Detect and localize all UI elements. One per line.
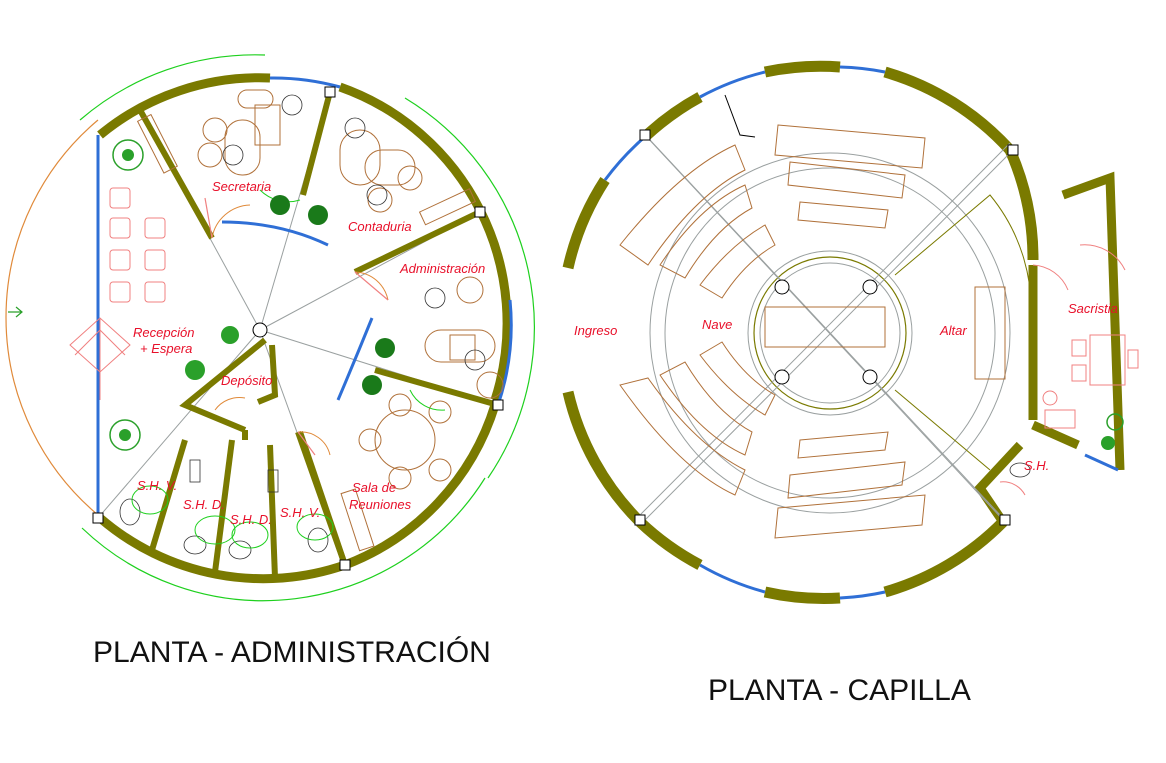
room-label-nave: Nave	[702, 317, 732, 332]
admin-furniture	[136, 89, 504, 552]
room-label-espera: + Espera	[140, 341, 192, 356]
admin-plan-title: PLANTA - ADMINISTRACIÓN	[93, 636, 491, 669]
admin-wall-east	[475, 207, 512, 402]
chapel-plan-title: PLANTA - CAPILLA	[708, 674, 971, 707]
sacristy-furniture	[1042, 334, 1139, 429]
admin-wall-southeast	[343, 403, 500, 570]
sacristy-plants	[1101, 413, 1124, 450]
altar-table	[764, 306, 886, 348]
sacristy-doors	[999, 244, 1126, 496]
admin-wall-north	[97, 73, 271, 139]
admin-outer-boundary-south	[81, 477, 486, 602]
reception-chairs	[109, 187, 166, 303]
room-label-contaduria: Contaduria	[348, 219, 412, 234]
room-label-sala-2: Reuniones	[349, 497, 412, 512]
room-label-shv-2: S.H. V.	[280, 505, 320, 520]
admin-wall-south	[97, 514, 347, 584]
sacristy-walls	[974, 171, 1125, 525]
admin-wall-northeast	[338, 82, 485, 213]
admin-toilet-door-arcs	[131, 189, 446, 549]
room-label-shd-2: S.H. D.	[230, 512, 272, 527]
admin-outer-boundary-east	[404, 97, 535, 479]
altar-step-south	[894, 389, 991, 471]
reception-counter	[69, 317, 131, 400]
admin-floor-plan: Secretaria Contaduria Administración Rec…	[5, 54, 535, 669]
admin-interior-walls	[137, 91, 499, 579]
room-label-sala-1: Sala de	[352, 480, 396, 495]
chapel-floor-plan: Ingreso Nave Altar Sacristia S.H. PLANTA…	[562, 60, 1139, 707]
room-label-recepcion: Recepción	[133, 325, 194, 340]
admin-room-labels: Secretaria Contaduria Administración Rec…	[133, 179, 485, 527]
sacristy-window	[1084, 453, 1119, 472]
room-label-sacristia: Sacristia	[1068, 301, 1118, 316]
admin-door-leaves	[204, 197, 389, 456]
chapel-outer-wall	[562, 60, 1039, 604]
admin-window-north	[269, 76, 341, 89]
admin-columns	[92, 86, 504, 571]
room-label-deposito: Depósito	[221, 373, 272, 388]
altar-back-furniture	[974, 286, 1006, 380]
room-label-ingreso: Ingreso	[574, 323, 617, 338]
room-label-administracion: Administración	[399, 261, 485, 276]
room-label-shv-1: S.H. V.	[137, 478, 177, 493]
leader-line	[724, 94, 756, 138]
admin-door-swings	[211, 204, 389, 456]
admin-plants	[109, 139, 395, 451]
chapel-columns	[634, 129, 1019, 526]
altar-step	[894, 194, 1032, 331]
room-label-shd-1: S.H. D.	[183, 497, 225, 512]
admin-people-figures	[222, 94, 486, 371]
chapel-diagonal-axes	[639, 134, 1016, 523]
admin-window-east	[496, 299, 513, 406]
room-label-altar: Altar	[939, 323, 967, 338]
room-label-sh: S.H.	[1024, 458, 1049, 473]
admin-sanitary-fixtures	[119, 459, 329, 560]
entrance-arc	[5, 119, 99, 516]
chapel-pews	[619, 124, 926, 539]
admin-outer-boundary	[79, 54, 266, 121]
chapel-room-labels: Ingreso Nave Altar Sacristia S.H.	[574, 301, 1118, 473]
room-label-secretaria: Secretaria	[212, 179, 271, 194]
secretaria-glass-partition	[221, 220, 329, 247]
entry-arrow-icon	[8, 306, 23, 318]
altar-platform-ring	[753, 256, 907, 410]
chapel-sh-toilet	[1009, 462, 1031, 478]
chapel-concentric-rings	[649, 152, 1011, 514]
administracion-glass-partition	[336, 317, 374, 401]
